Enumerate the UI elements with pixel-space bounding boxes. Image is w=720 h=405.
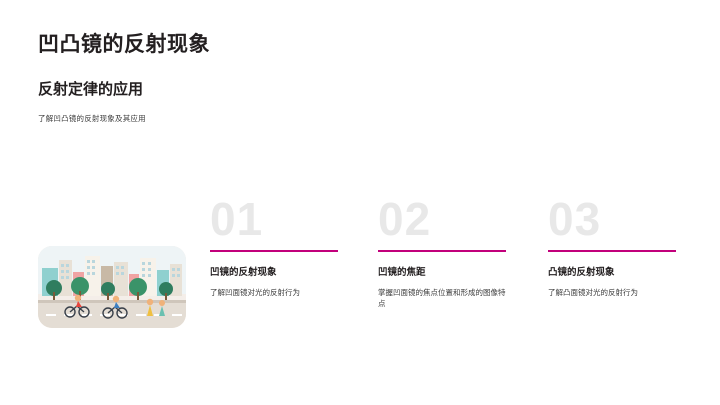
page-subtitle: 反射定律的应用 [38,81,144,98]
page-description: 了解凹凸镜的反射现象及其应用 [38,114,146,123]
feature-column-3: 03 凸镜的反射现象 了解凸面镜对光的反射行为 [548,196,688,298]
column-heading: 凹镜的焦距 [378,266,426,278]
column-heading: 凹镜的反射现象 [210,266,277,278]
page-title: 凹凸镜的反射现象 [38,33,210,56]
column-divider [548,250,676,252]
column-body: 掌握凹面镜的焦点位置和形成的图像特点 [378,287,506,309]
column-body: 了解凸面镜对光的反射行为 [548,287,638,297]
column-heading: 凸镜的反射现象 [548,266,615,278]
city-street-cyclists-illustration [38,246,186,328]
column-body: 了解凹面镜对光的反射行为 [210,287,300,297]
feature-column-2: 02 凹镜的焦距 掌握凹面镜的焦点位置和形成的图像特点 [378,196,518,310]
column-number: 03 [548,193,602,245]
column-number: 01 [210,193,264,245]
feature-column-1: 01 凹镜的反射现象 了解凹面镜对光的反射行为 [210,196,350,298]
column-divider [210,250,338,252]
column-divider [378,250,506,252]
column-number: 02 [378,193,432,245]
